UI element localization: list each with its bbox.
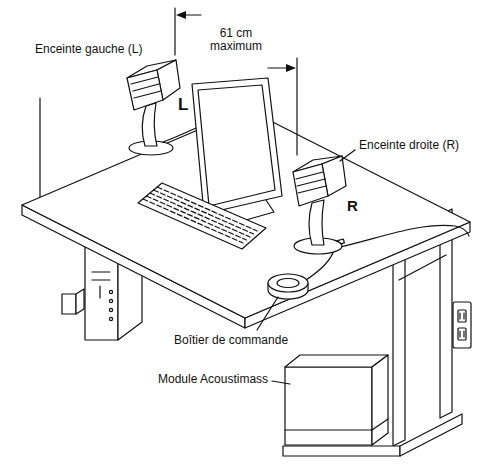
dimension-line <box>175 8 297 155</box>
keyboard-part <box>146 196 246 240</box>
control-pod-part <box>277 279 299 288</box>
acoustimass-module-part <box>285 355 388 367</box>
dimension-line-part <box>174 8 175 55</box>
wall-outlet-part <box>453 302 471 348</box>
keyboard <box>138 183 266 249</box>
dimension-label: 61 cm maximum <box>205 27 267 53</box>
floor-rail-part <box>400 414 462 456</box>
floor-rail <box>283 414 462 456</box>
control-pod <box>268 274 308 299</box>
computer-tower-part <box>109 317 112 320</box>
left-speaker <box>127 60 180 155</box>
left-speaker-part <box>127 70 163 110</box>
leader-line <box>257 150 355 384</box>
channel-letter: L <box>177 95 189 114</box>
small-box <box>62 289 84 314</box>
speaker-cable-part <box>340 225 469 247</box>
wall-outlet-part <box>459 313 460 319</box>
wall-outlet-part <box>458 310 466 322</box>
keyboard-part <box>150 193 250 237</box>
left-speaker-part <box>134 91 161 98</box>
keyboard-part <box>143 199 243 243</box>
left-speaker-part <box>142 103 157 146</box>
dimension-line-part <box>286 64 296 72</box>
part-label: Enceinte droite (R) <box>358 139 460 152</box>
acoustimass-module-part <box>285 367 372 445</box>
control-pod-part <box>268 274 308 292</box>
small-box-part <box>76 289 84 314</box>
keyboard-part <box>138 183 266 249</box>
wall-outlet-part <box>463 331 464 337</box>
computer-tower-part <box>92 271 110 272</box>
right-speaker-part <box>296 172 323 179</box>
keyboard-part <box>157 187 257 231</box>
dimension-line-part <box>176 11 186 19</box>
part-label: Boîtier de commande <box>173 334 289 347</box>
leader-line-part <box>340 150 355 161</box>
computer-tower-part <box>92 279 110 280</box>
wall-outlet-part <box>459 331 460 337</box>
dimension-line-part <box>296 58 297 155</box>
monitor-part <box>198 85 275 206</box>
leader-line-part <box>272 381 290 384</box>
part-label: Enceinte gauche (L) <box>34 43 143 56</box>
right-speaker <box>293 156 346 254</box>
left-speaker-part <box>133 84 159 91</box>
wall-line-part <box>39 98 40 200</box>
wall-outlet-part <box>463 313 464 319</box>
floor-rail-part <box>283 446 400 456</box>
acoustimass-module <box>285 355 388 445</box>
right-speaker-part <box>293 164 328 206</box>
acoustimass-module-part <box>285 429 372 430</box>
computer-tower-part <box>99 286 100 298</box>
computer-tower-part <box>109 299 112 302</box>
wall-outlet <box>453 302 471 348</box>
computer-tower-part <box>109 308 112 311</box>
keyboard-part <box>154 190 254 234</box>
wall-outlet-part <box>458 328 466 340</box>
wall-line <box>40 98 41 200</box>
acoustimass-module-part <box>372 355 388 445</box>
right-speaker-part <box>298 186 326 193</box>
right-speaker-part <box>297 179 325 186</box>
acoustimass-module-part <box>372 419 388 430</box>
desk-leg-part <box>393 244 405 446</box>
monitor-part <box>192 78 282 214</box>
leader-line-part <box>257 297 278 330</box>
left-speaker-part <box>131 77 158 84</box>
part-label: Module Acoustimass <box>157 373 269 386</box>
channel-letter: R <box>346 197 359 214</box>
right-speaker-part <box>309 200 324 245</box>
small-box-part <box>62 294 76 314</box>
computer-tower-part <box>109 290 112 293</box>
